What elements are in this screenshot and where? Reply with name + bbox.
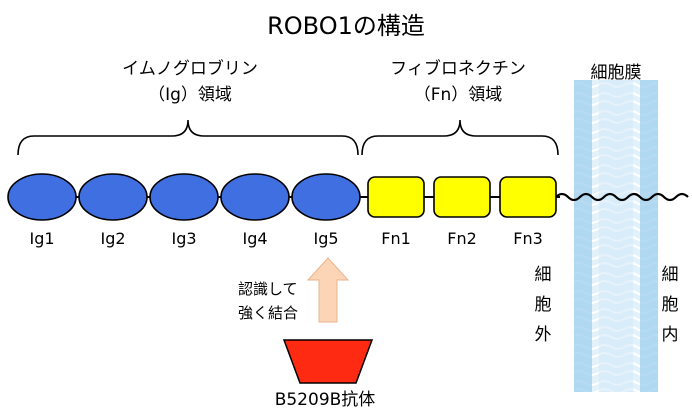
fn-domain-shapes: [367, 176, 557, 218]
fn-domain-2: [433, 176, 491, 218]
ig-region-label-line2: （Ig）領域: [148, 85, 232, 105]
recognition-line2: 強く結合: [238, 304, 299, 322]
ig-domain-4: [220, 173, 290, 221]
recognition-label: 認識して 強く結合: [238, 277, 298, 325]
fn-region-brace: [361, 119, 559, 156]
antibody-label: B5209B抗体: [274, 390, 376, 410]
ig-domain-label-1: Ig1: [29, 229, 55, 248]
binding-arrow: [306, 257, 350, 323]
intracellular-char-1: 細: [661, 265, 679, 285]
ig-domain-3: [149, 173, 219, 221]
fn-region-label: フィブロネクチン （Fn）領域: [368, 56, 548, 108]
ig-domain-label-5: Ig5: [313, 229, 339, 248]
ig-domain-1: [7, 173, 77, 221]
fn-domain-label-3: Fn3: [513, 229, 543, 248]
transmembrane-tail: [555, 192, 689, 202]
ig-region-brace: [17, 119, 359, 156]
fn-domain-1: [367, 176, 425, 218]
ig-region-label-line1: イムノグロブリン: [122, 59, 258, 79]
cell-membrane-label: 細胞膜: [590, 63, 642, 83]
ig-region-label: イムノグロブリン （Ig）領域: [40, 56, 340, 108]
ig-domain-2: [78, 173, 148, 221]
extracellular-char-1: 細: [534, 265, 552, 285]
recognition-line1: 認識して: [238, 280, 298, 298]
antibody-shape: [282, 339, 374, 384]
extracellular-char-3: 外: [534, 325, 552, 345]
extracellular-label: 細 胞 外: [531, 260, 555, 350]
cell-membrane: [574, 80, 658, 392]
fn-domain-label-2: Fn2: [447, 229, 477, 248]
ig-domain-label-2: Ig2: [100, 229, 126, 248]
intracellular-char-2: 胞: [661, 295, 679, 315]
ig-domain-label-4: Ig4: [242, 229, 268, 248]
fn-domain-label-1: Fn1: [381, 229, 411, 248]
diagram-title: ROBO1の構造: [267, 12, 425, 40]
extracellular-char-2: 胞: [534, 295, 552, 315]
intracellular-label: 細 胞 内: [658, 260, 682, 350]
ig-domain-5: [291, 173, 361, 221]
intracellular-char-3: 内: [661, 325, 679, 345]
ig-domain-shapes: [7, 173, 361, 221]
fn-region-label-line2: （Fn）領域: [413, 85, 503, 105]
fn-domain-3: [499, 176, 557, 218]
fn-region-label-line1: フィブロネクチン: [390, 59, 526, 79]
ig-domain-label-3: Ig3: [171, 229, 197, 248]
